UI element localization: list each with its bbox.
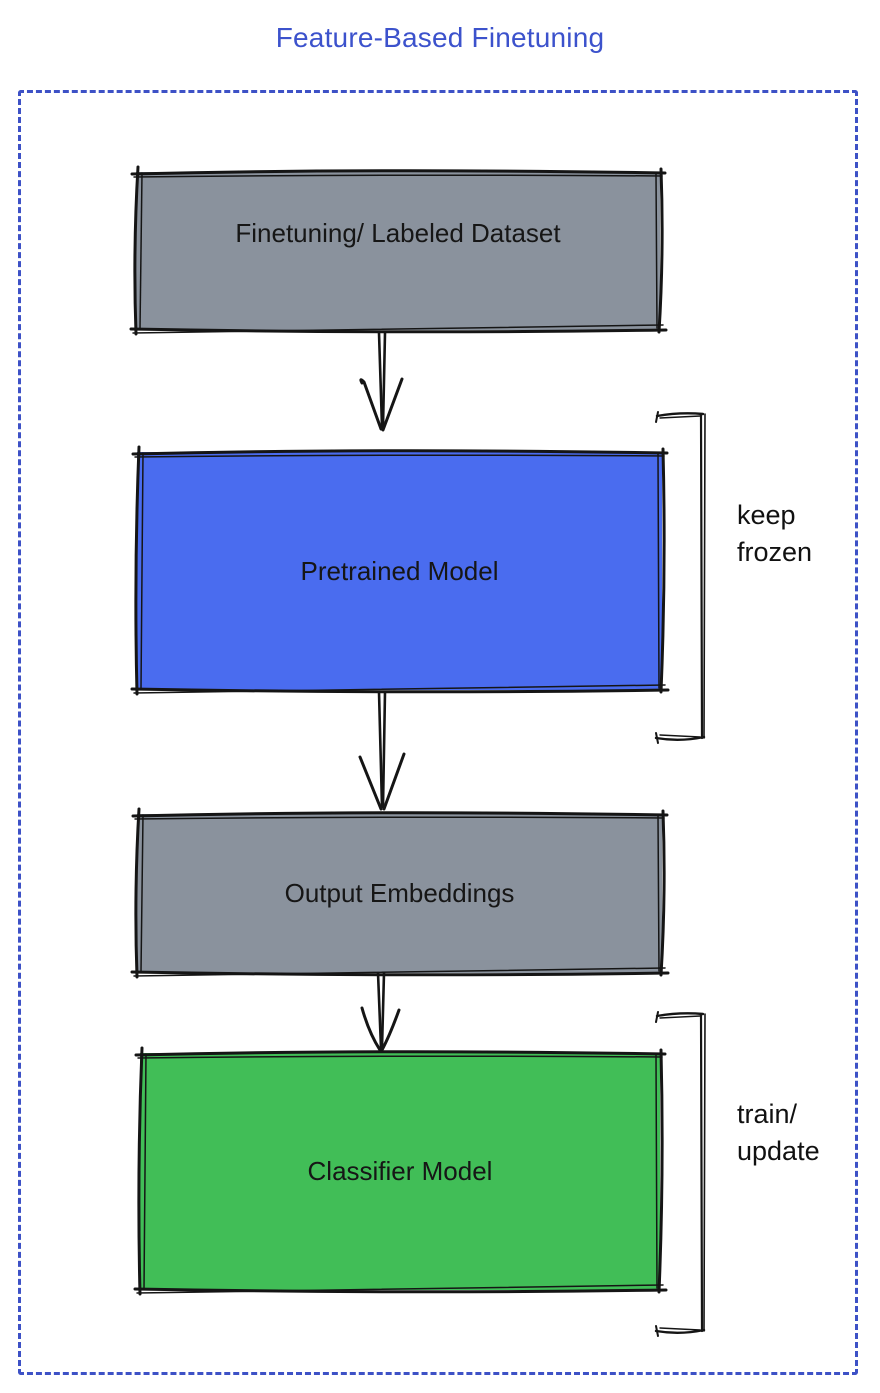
annotation-keep-frozen-line2: frozen	[737, 537, 813, 567]
arrow-embeddings-to-classifier-icon	[360, 971, 401, 1052]
node-classifier-model-label: Classifier Model	[307, 1156, 493, 1186]
node-output-embeddings-label: Output Embeddings	[284, 878, 515, 908]
bracket-keep-frozen-icon	[654, 411, 706, 744]
node-classifier-model: Classifier Model	[133, 1046, 668, 1296]
node-finetuning-dataset-label: Finetuning/ Labeled Dataset	[235, 217, 561, 248]
arrow-pretrained-to-embeddings-icon	[358, 690, 406, 811]
dashed-frame	[18, 90, 858, 1375]
node-output-embeddings: Output Embeddings	[130, 807, 670, 979]
node-pretrained-model: Pretrained Model	[130, 445, 670, 696]
bracket-train-update-icon	[654, 1011, 706, 1337]
diagram-title: Feature-Based Finetuning	[275, 22, 605, 53]
node-pretrained-model-label: Pretrained Model	[300, 555, 499, 586]
arrow-dataset-to-pretrained-icon	[359, 331, 404, 432]
annotation-train-update-line2: update	[737, 1136, 820, 1166]
node-finetuning-dataset: Finetuning/ Labeled Dataset	[129, 165, 668, 336]
annotation-keep-frozen: keep frozen	[737, 497, 812, 571]
annotation-keep-frozen-line1: keep	[737, 500, 796, 530]
annotation-train-update-line1: train/	[737, 1099, 798, 1129]
annotation-train-update: train/ update	[737, 1096, 820, 1170]
